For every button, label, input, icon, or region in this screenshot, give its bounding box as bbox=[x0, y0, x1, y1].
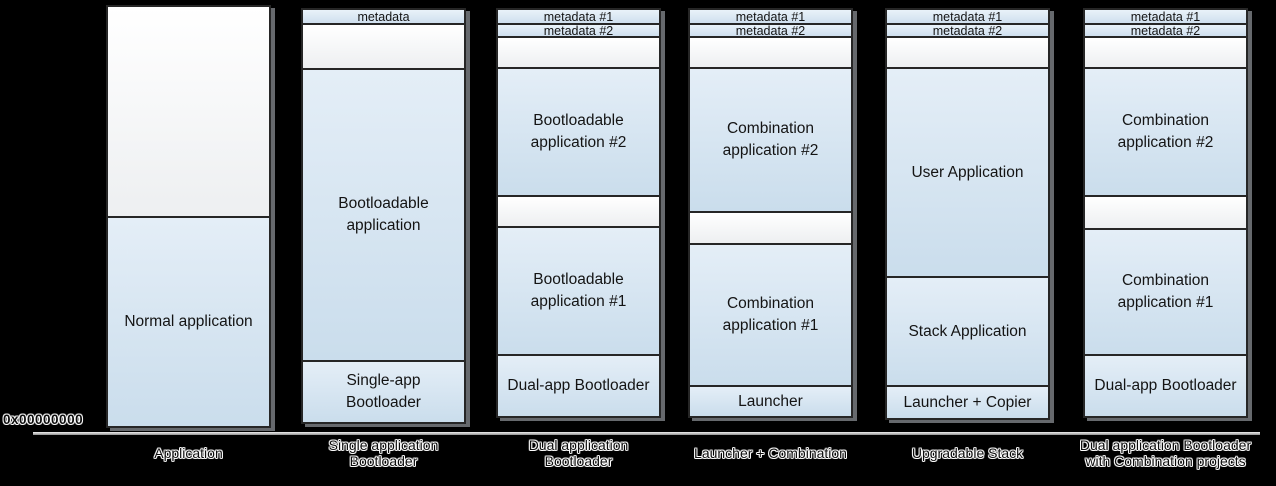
segment-label: Bootloadable application #1 bbox=[530, 271, 627, 310]
column-label-line: Upgradable Stack bbox=[911, 445, 1024, 461]
app-region: Stack Application bbox=[885, 276, 1050, 387]
column-label-line: Launcher + Combination bbox=[694, 445, 847, 461]
column-label-line: Bootloader bbox=[349, 453, 418, 469]
column-label-line: Dual application Bootloader bbox=[1079, 437, 1252, 453]
empty-region bbox=[688, 36, 853, 69]
empty-region bbox=[688, 211, 853, 245]
app-region: Single-app Bootloader bbox=[301, 360, 466, 424]
column-label: Launcher + Combination bbox=[661, 436, 881, 470]
column-label-line: Single application bbox=[328, 437, 439, 453]
segment-label: Bootloadable application bbox=[338, 195, 429, 234]
memory-column: Normal application bbox=[106, 5, 271, 428]
segment-label: Combination application #2 bbox=[1117, 112, 1214, 151]
app-region: Dual-app Bootloader bbox=[496, 354, 661, 418]
column-label-line: Bootloader bbox=[544, 453, 613, 469]
app-region: Launcher bbox=[688, 385, 853, 418]
segment-label: metadata bbox=[357, 9, 410, 24]
segment-label: metadata #1 bbox=[1130, 9, 1201, 24]
column-label: Application bbox=[79, 436, 299, 470]
column-label-line: with Combination projects bbox=[1085, 453, 1246, 469]
app-region: User Application bbox=[885, 67, 1050, 278]
metadata-band: metadata #1 bbox=[496, 8, 661, 25]
empty-region bbox=[496, 195, 661, 228]
app-region: Bootloadable application #1 bbox=[496, 226, 661, 356]
segment-label: User Application bbox=[911, 163, 1024, 181]
segment-label: Combination application #1 bbox=[722, 295, 819, 334]
app-region: Combination application #2 bbox=[688, 67, 853, 213]
empty-region bbox=[1083, 195, 1248, 230]
app-region: Normal application bbox=[106, 216, 271, 428]
segment-label: metadata #1 bbox=[543, 9, 614, 24]
column-label: Upgradable Stack bbox=[858, 436, 1078, 470]
app-region: Combination application #1 bbox=[688, 243, 853, 387]
app-region: Bootloadable application bbox=[301, 68, 466, 362]
column-label-line: Dual application bbox=[528, 437, 629, 453]
segment-label: metadata #2 bbox=[932, 23, 1003, 38]
empty-region bbox=[885, 36, 1050, 69]
segment-label: Stack Application bbox=[908, 322, 1027, 340]
empty-region bbox=[1083, 36, 1248, 69]
empty-region bbox=[301, 23, 466, 70]
empty-region bbox=[106, 5, 271, 218]
segment-label: Bootloadable application #2 bbox=[530, 112, 627, 151]
segment-label: Launcher + Copier bbox=[903, 393, 1032, 411]
empty-region bbox=[496, 36, 661, 69]
app-region: Bootloadable application #2 bbox=[496, 67, 661, 197]
segment-label: Dual-app Bootloader bbox=[507, 377, 650, 394]
segment-label: Single-app Bootloader bbox=[346, 372, 421, 411]
segment-label: metadata #2 bbox=[735, 23, 806, 38]
segment-label: metadata #1 bbox=[932, 9, 1003, 24]
segment-label: Normal application bbox=[124, 313, 253, 330]
segment-label: Combination application #2 bbox=[722, 120, 819, 159]
segment-label: metadata #1 bbox=[735, 9, 806, 24]
segment-label: Launcher bbox=[738, 392, 803, 410]
axis-baseline bbox=[33, 432, 1260, 435]
app-region: Combination application #1 bbox=[1083, 228, 1248, 356]
segment-label: Dual-app Bootloader bbox=[1094, 377, 1237, 394]
app-region: Combination application #2 bbox=[1083, 67, 1248, 197]
column-label-line: Application bbox=[154, 445, 223, 461]
segment-label: metadata #2 bbox=[1130, 23, 1201, 38]
app-region: Dual-app Bootloader bbox=[1083, 354, 1248, 418]
app-region: Launcher + Copier bbox=[885, 385, 1050, 420]
segment-label: metadata #2 bbox=[543, 23, 614, 38]
segment-label: Combination application #1 bbox=[1117, 272, 1214, 311]
address-label: 0x00000000 bbox=[3, 412, 84, 427]
